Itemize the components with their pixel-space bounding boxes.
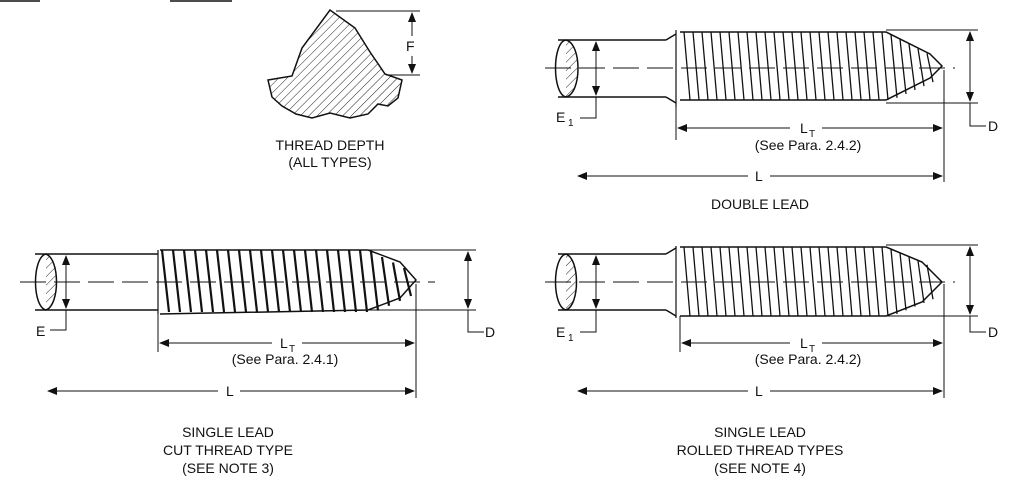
thread-crest — [899, 39, 907, 94]
double-lead-figure: E 1 D L T (See Para. 2.4.2) L DOUBLE LEA… — [545, 29, 998, 212]
thread-crest — [292, 249, 303, 313]
single-lead-rolled-lt-label: L — [800, 335, 808, 351]
thread-crest — [881, 31, 889, 101]
single-lead-rolled-e-sub: 1 — [568, 333, 574, 344]
thread-depth-caption-1: THREAD DEPTH — [276, 137, 385, 153]
thread-crest — [773, 246, 781, 317]
single-lead-cut-e-label: E — [36, 323, 45, 339]
thread-crest — [710, 246, 718, 317]
thread-crest — [336, 249, 347, 313]
single-lead-rolled-lt-sub: T — [809, 344, 815, 355]
single-lead-rolled-figure: E 1 D L T (See Para. 2.4.2) L SINGLE LEA… — [545, 244, 998, 476]
thread-depth-caption-2: (ALL TYPES) — [288, 154, 371, 170]
thread-crest — [380, 256, 391, 306]
thread-crest — [701, 31, 709, 101]
thread-crest — [764, 31, 772, 101]
thread-crest — [773, 31, 781, 101]
thread-crest — [845, 31, 853, 101]
thread-crest — [782, 31, 790, 101]
single-lead-cut-l-label: L — [226, 383, 234, 399]
double-lead-l-label: L — [755, 168, 763, 184]
thread-crest — [248, 249, 259, 313]
single-lead-cut-caption-3: (SEE NOTE 3) — [182, 460, 274, 476]
single-lead-cut-d-label: D — [485, 324, 495, 340]
thread-crest — [692, 31, 700, 101]
thread-crest — [259, 249, 270, 313]
thread-crest — [791, 31, 799, 101]
thread-crest — [325, 249, 336, 313]
thread-crest — [746, 31, 754, 101]
thread-crest — [908, 256, 916, 307]
thread-crest — [281, 249, 292, 313]
double-lead-d-label: D — [988, 118, 998, 134]
thread-crest — [171, 249, 182, 313]
thread-crest — [719, 31, 727, 101]
thread-crest — [182, 249, 193, 313]
single-lead-rolled-l-label: L — [755, 383, 763, 399]
thread-crest — [226, 249, 237, 313]
thread-crest — [303, 249, 314, 313]
thread-crest — [917, 48, 925, 87]
thread-depth-figure: F THREAD DEPTH (ALL TYPES) — [267, 8, 420, 170]
thread-crest — [863, 31, 871, 101]
thread-crest — [237, 249, 248, 313]
thread-crest — [215, 249, 226, 313]
single-lead-cut-lt-sub: T — [289, 344, 295, 355]
thread-crest — [890, 34, 898, 98]
double-lead-threads — [680, 31, 944, 101]
thread-crest — [755, 31, 763, 101]
thread-depth-section — [267, 8, 403, 119]
thread-crest — [809, 31, 817, 101]
single-lead-cut-figure: E D L T (See Para. 2.4.1) L SINGLE LEAD … — [20, 249, 495, 476]
thread-crest — [204, 249, 215, 313]
thread-crest — [369, 251, 380, 311]
single-lead-cut-lt-label: L — [280, 335, 288, 351]
single-lead-rolled-caption-2: ROLLED THREAD TYPES — [677, 442, 844, 458]
thread-crest — [347, 249, 358, 313]
single-lead-cut-caption-2: CUT THREAD TYPE — [163, 442, 293, 458]
double-lead-e-label: E — [556, 109, 565, 125]
single-lead-rolled-d-label: D — [988, 324, 998, 340]
thread-crest — [872, 31, 880, 101]
thread-crest — [836, 31, 844, 101]
double-lead-lt-label: L — [800, 120, 808, 136]
thread-depth-f-label: F — [406, 38, 415, 54]
single-lead-rolled-e-label: E — [556, 324, 565, 340]
single-lead-cut-caption-1: SINGLE LEAD — [182, 424, 274, 440]
thread-crest — [314, 249, 325, 313]
single-lead-rolled-caption-3: (SEE NOTE 4) — [714, 460, 806, 476]
thread-crest — [683, 31, 691, 101]
thread-crest — [809, 246, 817, 317]
thread-crest — [818, 31, 826, 101]
thread-crest — [358, 249, 369, 313]
double-lead-lt-sub: T — [809, 129, 815, 140]
thread-crest — [160, 249, 171, 313]
thread-crest — [800, 31, 808, 101]
thread-crest — [728, 31, 736, 101]
double-lead-lt-note: (See Para. 2.4.2) — [755, 137, 862, 153]
thread-crest — [737, 31, 745, 101]
thread-crest — [854, 31, 862, 101]
double-lead-e-sub: 1 — [568, 118, 574, 129]
thread-crest — [827, 31, 835, 101]
thread-crest — [710, 31, 718, 101]
single-lead-cut-lt-note: (See Para. 2.4.1) — [232, 351, 339, 367]
thread-crest — [270, 249, 281, 313]
thread-crest — [193, 249, 204, 313]
double-lead-caption: DOUBLE LEAD — [711, 196, 809, 212]
thread-crest — [908, 43, 916, 91]
single-lead-rolled-caption-1: SINGLE LEAD — [714, 424, 806, 440]
single-lead-rolled-lt-note: (See Para. 2.4.2) — [755, 351, 862, 367]
thread-crest — [845, 246, 853, 317]
